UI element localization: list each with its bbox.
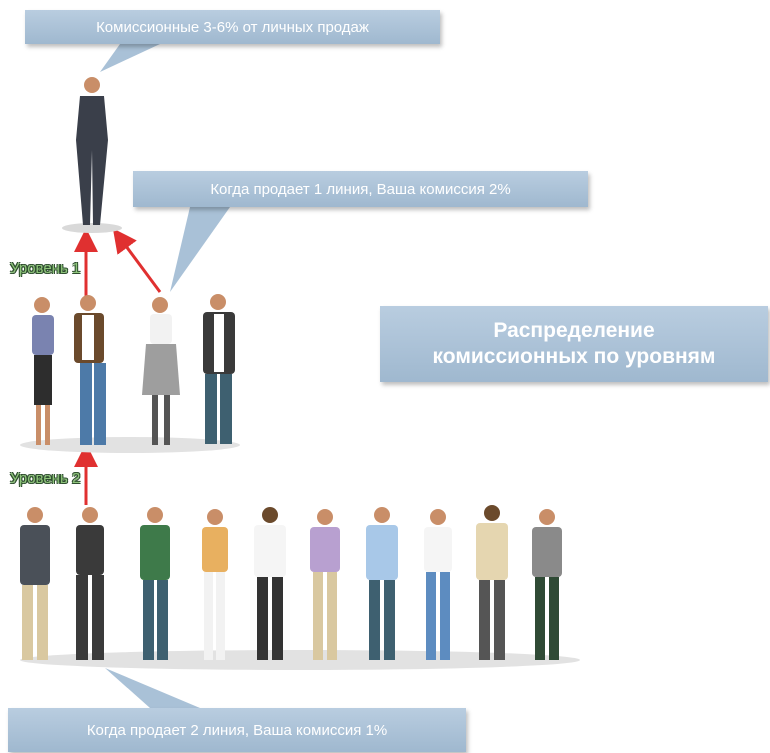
person-l1-4	[203, 294, 235, 444]
person-l2-2	[76, 507, 104, 660]
person-l1-1	[32, 297, 54, 445]
callout-mid-pointer	[170, 207, 230, 292]
level1-label: Уровень 1	[10, 260, 81, 277]
callout-line1-commission-text: Когда продает 1 линия, Ваша комиссия 2%	[210, 180, 511, 198]
people-level2	[20, 505, 580, 670]
person-l2-10	[532, 509, 562, 660]
person-top	[62, 77, 122, 233]
person-l1-3	[142, 297, 180, 445]
person-l2-9	[476, 505, 508, 660]
person-l2-3	[140, 507, 170, 660]
arrow-level1-diag	[112, 228, 162, 293]
title-line2: комиссионных по уровням	[432, 345, 716, 368]
callout-line1-commission: Когда продает 1 линия, Ваша комиссия 2%	[133, 171, 588, 207]
callout-top-pointer	[100, 44, 160, 72]
person-l2-7	[366, 507, 398, 660]
person-l1-2	[74, 295, 106, 445]
person-l2-5	[254, 507, 286, 660]
callout-line2-commission: Когда продает 2 линия, Ваша комиссия 1%	[8, 708, 466, 752]
person-l2-6	[310, 509, 340, 660]
level2-label: Уровень 2	[10, 470, 81, 487]
callout-personal-sales: Комиссионные 3-6% от личных продаж	[25, 10, 440, 44]
callout-bottom-pointer	[105, 668, 200, 708]
person-l2-8	[424, 509, 452, 660]
title-line1: Распределение	[493, 319, 655, 342]
people-level1	[20, 294, 240, 453]
person-l2-4	[202, 509, 228, 660]
person-l2-1	[20, 507, 50, 660]
callout-line2-commission-text: Когда продает 2 линия, Ваша комиссия 1%	[86, 721, 388, 739]
callout-personal-sales-text: Комиссионные 3-6% от личных продаж	[96, 18, 369, 36]
diagram-title: Распределение комиссионных по уровням	[380, 306, 768, 382]
